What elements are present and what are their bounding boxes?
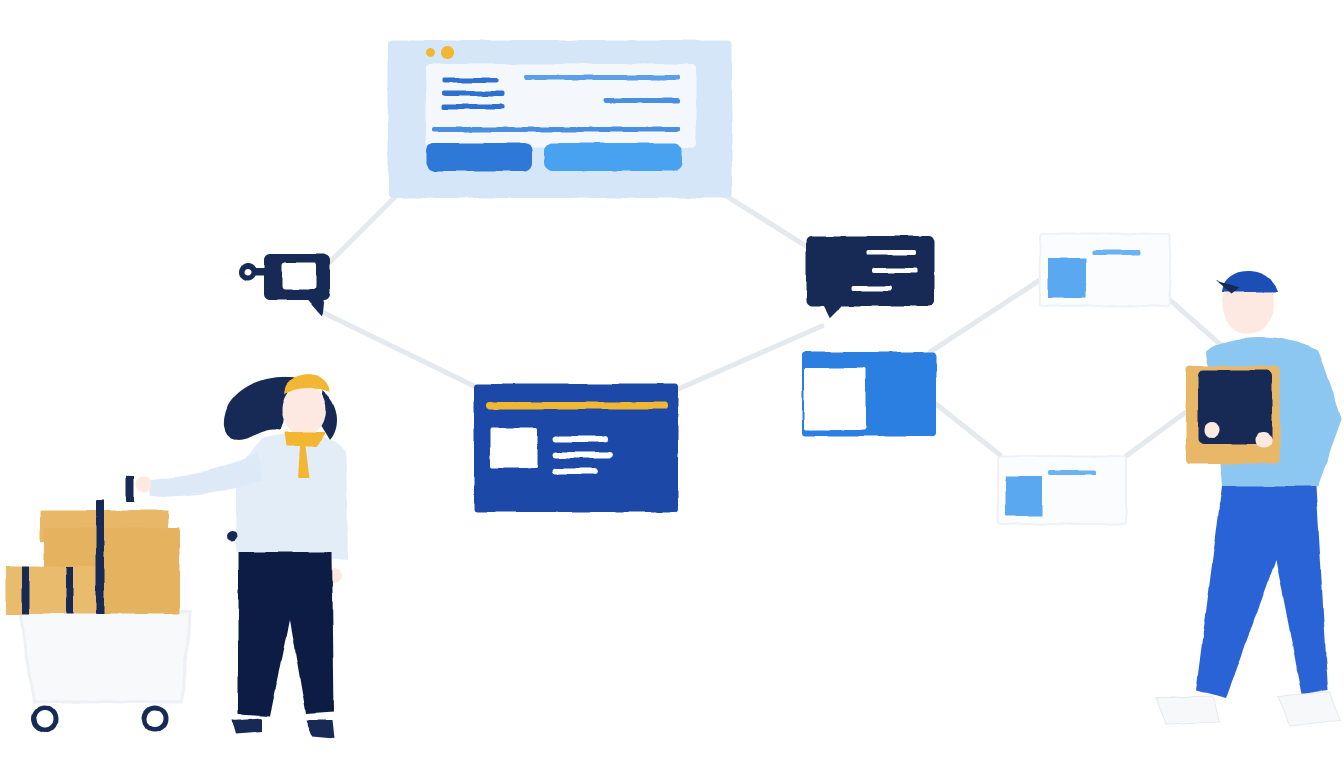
orange-dot-icon bbox=[441, 46, 454, 59]
orange-dot-icon bbox=[426, 48, 435, 57]
window-dots bbox=[426, 46, 454, 59]
